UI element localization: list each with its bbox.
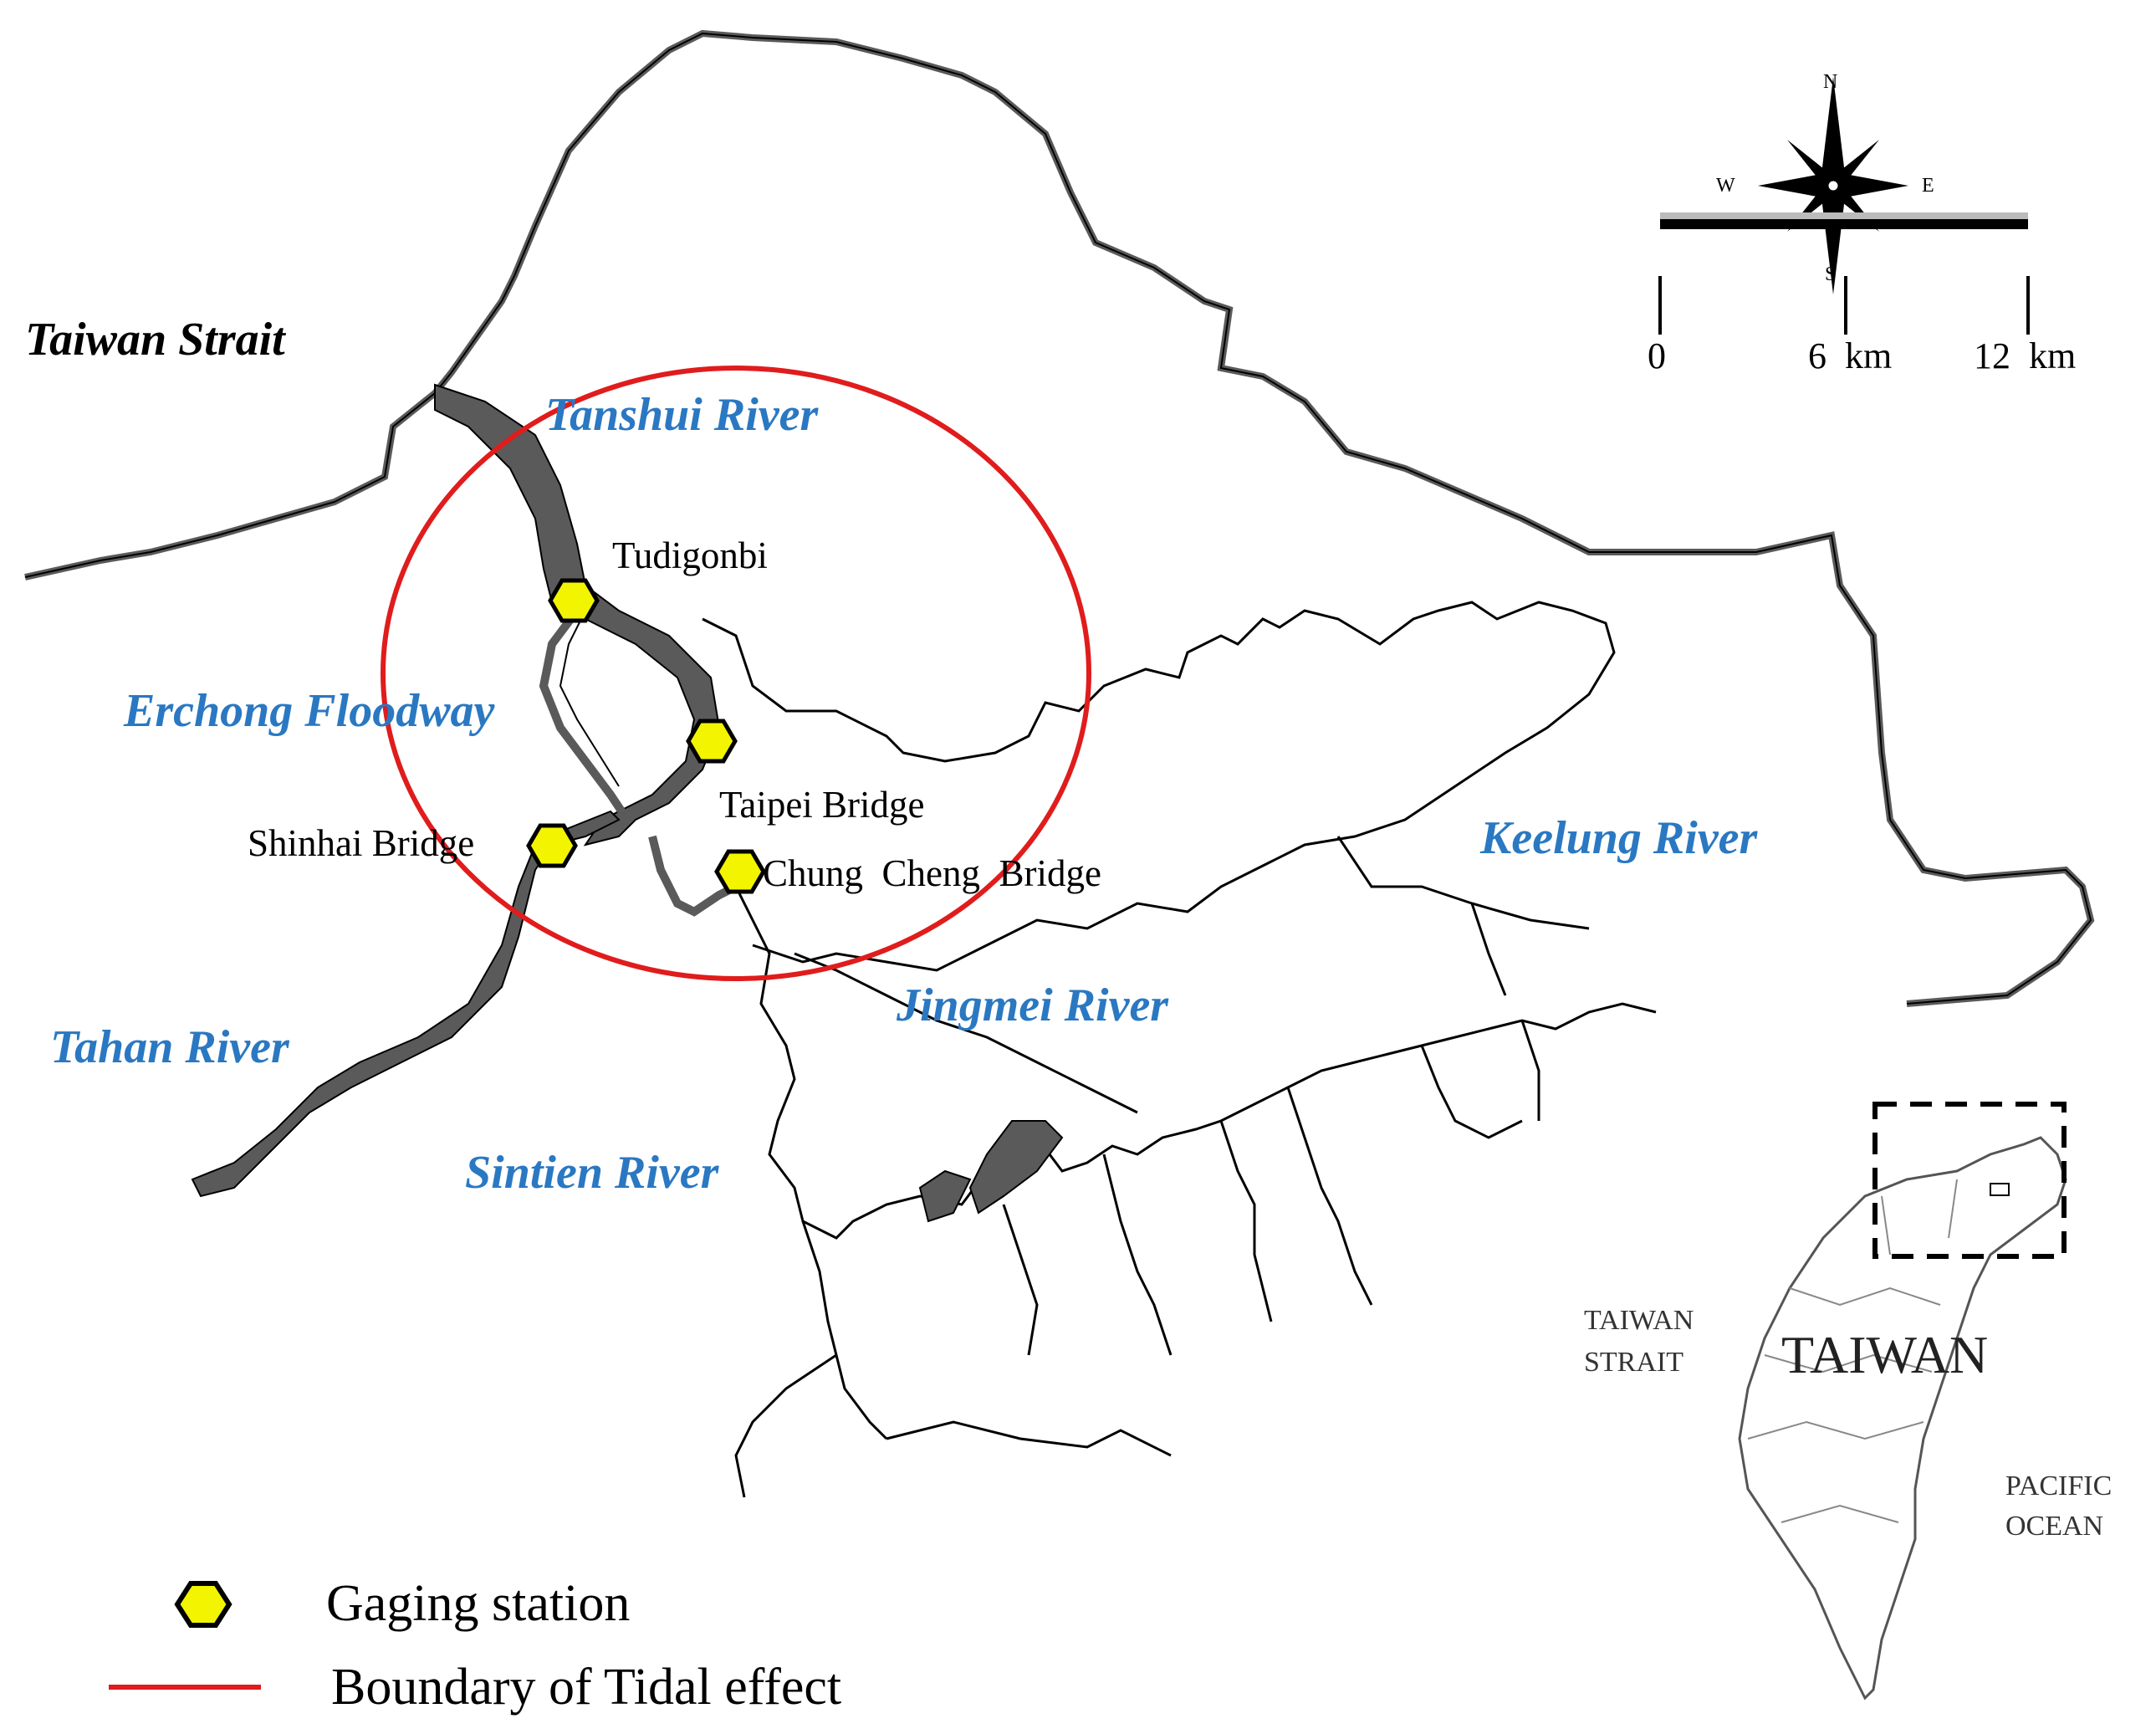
label-station-tudigonbi: Tudigonbi xyxy=(612,535,768,576)
label-sintien-river: Sintien River xyxy=(465,1147,719,1199)
label-jingmei-river: Jingmei River xyxy=(897,980,1169,1031)
compass-rose-icon xyxy=(1758,77,1908,294)
inset-label-taiwan-strait-2: STRAIT xyxy=(1584,1347,1683,1378)
compass-w: W xyxy=(1716,175,1735,197)
inset-label-taiwan: TAIWAN xyxy=(1781,1325,1989,1384)
sintien-river-line xyxy=(734,886,1657,1240)
station-marker-shinhai-bridge xyxy=(526,823,578,868)
inset-label-pacific-1: PACIFIC xyxy=(2005,1471,2113,1501)
station-marker-taipei-bridge xyxy=(686,719,738,764)
label-erchong-floodway: Erchong Floodway xyxy=(124,685,495,737)
legend-label-gaging-station: Gaging station xyxy=(326,1575,631,1632)
inset-label-pacific-2: OCEAN xyxy=(2005,1511,2104,1542)
erchong-floodway-channel xyxy=(539,608,631,822)
legend-station-icon xyxy=(174,1581,232,1628)
keelung-river-line xyxy=(702,601,1616,972)
compass-s: S xyxy=(1825,263,1837,285)
scale-label-0: 0 xyxy=(1648,335,1666,376)
label-keelung-river: Keelung River xyxy=(1480,812,1758,864)
compass-e: E xyxy=(1922,175,1934,197)
jingmei-river-line xyxy=(794,952,1138,1114)
compass-n: N xyxy=(1823,71,1838,93)
label-station-taipei-bridge: Taipei Bridge xyxy=(719,784,925,826)
legend-label-tidal-boundary: Boundary of Tidal effect xyxy=(331,1659,842,1716)
label-tahan-river: Tahan River xyxy=(50,1021,289,1073)
label-tanshui-river: Tanshui River xyxy=(545,389,819,441)
label-taiwan-strait: Taiwan Strait xyxy=(25,314,285,366)
tidal-boundary-ellipse xyxy=(381,366,1091,981)
inset-taiwan-outline xyxy=(1738,1136,2067,1701)
station-marker-chung-cheng-bridge xyxy=(714,849,766,894)
scale-bar xyxy=(1660,219,2028,229)
station-marker-tudigonbi xyxy=(548,578,600,623)
inset-label-taiwan-strait-1: TAIWAN xyxy=(1584,1305,1694,1336)
label-station-chung-cheng-bridge: Chung Cheng Bridge xyxy=(763,852,1101,894)
label-station-shinhai-bridge: Shinhai Bridge xyxy=(248,822,475,864)
tahan-river-channel xyxy=(191,810,621,1198)
scale-label-12: 12 km xyxy=(1974,335,2077,376)
sintien-lower-channel xyxy=(648,835,738,917)
scale-label-6: 6 km xyxy=(1808,335,1893,376)
inset-study-area-box xyxy=(1872,1102,2067,1259)
